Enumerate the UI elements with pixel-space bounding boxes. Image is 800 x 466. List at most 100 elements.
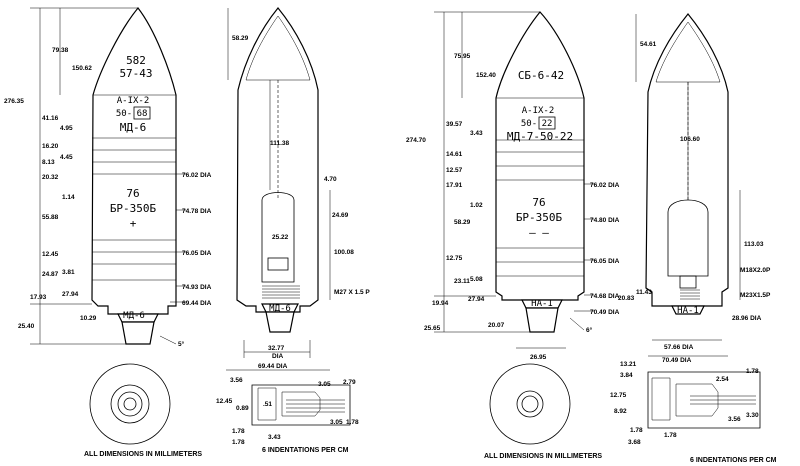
right-mark-box [538,116,556,130]
left-bdim-10: 1.78 [232,439,245,446]
right-dim-r0: 76.02 DIA [590,182,620,189]
right-mark-6: БР-350Б [516,211,563,224]
right-sdim-7: 28.96 DIA [732,315,762,322]
right-mark-5: 76 [532,196,545,209]
left-dim-5: 16.20 [42,143,59,150]
right-sdim-5: 20.83 [618,295,635,302]
left-mark-8: + [130,217,137,230]
right-base-view [489,363,571,445]
left-dim-3: 41.16 [42,115,59,122]
right-dim-4: 3.43 [470,130,483,137]
right-dim-r4: 70.49 DIA [590,309,620,316]
right-bdim-0: 13.21 [620,361,637,368]
left-section-dim-lines [226,8,331,371]
right-dim-lines [434,11,594,349]
right-dim-7: 17.91 [446,182,463,189]
left-dim-10: 55.88 [42,214,59,221]
left-dim-r1: 74.78 DIA [182,208,212,215]
right-mark-3-box: 22 [542,119,553,129]
left-sdim-2: 4.70 [324,176,337,183]
left-sdim-0: 58.29 [232,35,249,42]
left-bdim-8: 1.78 [232,428,245,435]
left-section-fuze-label: МД-6 [269,304,291,314]
left-dim-9: 1.14 [62,194,75,201]
left-sdim-3: 24.69 [332,212,349,219]
left-mark-4-prefix: 50- [116,109,132,119]
right-band-detail [647,371,761,429]
right-dim-12: 5.08 [470,276,483,283]
left-bdim-9: 3.43 [268,434,281,441]
right-dim-9: 58.29 [454,219,471,226]
left-dim-r5: 5° [178,340,185,348]
right-section-dim-lines [635,14,741,357]
left-caption: ALL DIMENSIONS IN MILLIMETERS [84,451,202,458]
right-dim-10: 12.75 [446,255,463,262]
left-dim-12: 24.87 [42,271,59,278]
left-bdim-0: 3.56 [230,377,243,384]
left-dim-r2: 76.05 DIA [182,250,212,257]
right-sdim-8: 57.66 DIA [664,344,694,351]
left-shell-section [236,7,319,333]
left-bdim-2: 0.89 [236,405,249,412]
right-bdim-6: 3.56 [728,416,741,423]
left-sdim-8: DIA [272,353,284,360]
right-sdim-6: M23X1.5P [740,292,771,299]
right-dim-8: 1.02 [470,202,483,209]
right-mark-2: A-IX-2 [522,106,555,116]
right-bdim-5: 1.78 [746,368,759,375]
right-caption: ALL DIMENSIONS IN MILLIMETERS [484,453,602,460]
right-bdim-1: 3.84 [620,372,633,379]
left-dim-0: 79.38 [52,47,69,54]
right-shell-section [645,13,729,315]
left-sdim-6: M27 X 1.5 P [334,289,370,296]
left-bdim-5: 2.79 [343,379,356,386]
left-dim-lines [30,7,186,345]
left-dim-8: 20.32 [42,174,59,181]
right-dim-14: 27.94 [468,296,485,303]
right-mark-7: – – [529,226,549,239]
left-dim-6: 8.13 [42,159,55,166]
left-dim-7: 4.45 [60,154,73,161]
left-mark-7: БР-350Б [110,202,157,215]
left-dim-16: 25.40 [18,323,35,330]
left-dim-r0: 76.02 DIA [182,172,212,179]
right-dim-11: 23.11 [454,278,470,285]
left-mark-3: A-IX-2 [117,96,150,106]
left-dim-15: 27.94 [62,291,79,298]
left-sdim-4: 25.22 [272,234,289,241]
left-base-view [89,363,171,445]
left-band-detail [251,384,351,426]
left-sdim-5: 100.08 [334,249,354,256]
right-dim-r5: 6° [586,326,593,334]
right-sdim-2: 113.03 [744,241,764,248]
right-fuze-label: НА-1 [531,299,553,309]
left-fuze-label: МД-6 [123,311,145,321]
right-dim-6: 12.57 [446,167,463,174]
left-mark-1: 582 [126,54,146,67]
left-mark-2: 57-43 [119,67,152,80]
left-dim-1: 150.62 [72,65,92,72]
left-dim-r3: 74.93 DIA [182,284,212,291]
left-dim-17: 10.29 [80,315,97,322]
left-dim-2: 276.35 [4,98,24,105]
right-dim-1: 152.40 [476,72,496,79]
right-dim-r1: 74.80 DIA [590,217,620,224]
right-dim-0: 75.95 [454,53,471,60]
right-bdim-3: 8.92 [614,408,627,415]
right-dim-r3: 74.68 DIA [590,293,620,300]
left-bdim-4: 3.05 [318,381,331,388]
left-mark-6: 76 [126,187,139,200]
right-mark-4: МД-7-50-22 [507,130,573,143]
left-indent-caption: 6 INDENTATIONS PER CM [262,447,349,454]
left-bdim-3: .51 [263,401,272,408]
right-bdim-2: 12.75 [610,392,627,399]
left-dim-13: 3.81 [62,269,75,276]
left-sdim-7: 32.77 [268,345,285,352]
right-section-fuze-label: НА-1 [677,306,699,316]
right-indent-caption: 6 INDENTATIONS PER CM [690,457,777,464]
left-dim-11: 12.45 [42,251,59,258]
right-sdim-0: 54.61 [640,41,657,48]
right-dim-5: 14.61 [446,151,463,158]
